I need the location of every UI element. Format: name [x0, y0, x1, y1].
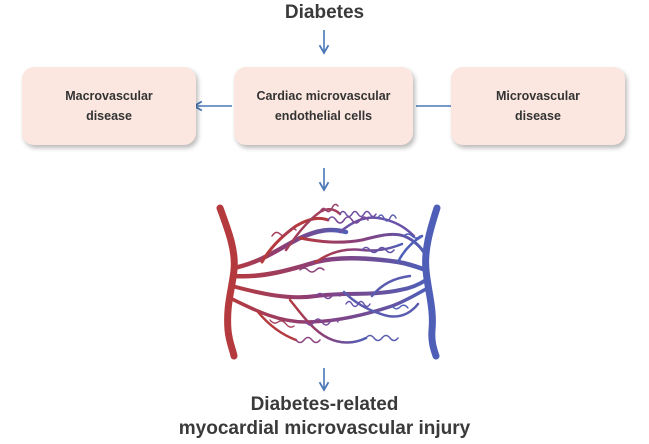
cardiac-endothelial-cells-box: Cardiac microvascular endothelial cells [234, 67, 413, 145]
top-title: Diabetes [284, 2, 365, 23]
microvascular-disease-box: Microvascular disease [451, 67, 625, 145]
macrovascular-disease-box: Macrovascular disease [22, 67, 196, 145]
bottom-title: Diabetes-related myocardial microvascula… [178, 394, 471, 439]
microvascular-disease-label: Microvascular disease [495, 89, 581, 123]
macrovascular-disease-label: Macrovascular disease [65, 89, 153, 123]
capillary-network-illustration [216, 203, 441, 360]
vein-vessel [422, 204, 441, 360]
cardiac-endothelial-cells-label: Cardiac microvascular endothelial cells [256, 89, 391, 123]
artery-vessel [216, 204, 238, 360]
